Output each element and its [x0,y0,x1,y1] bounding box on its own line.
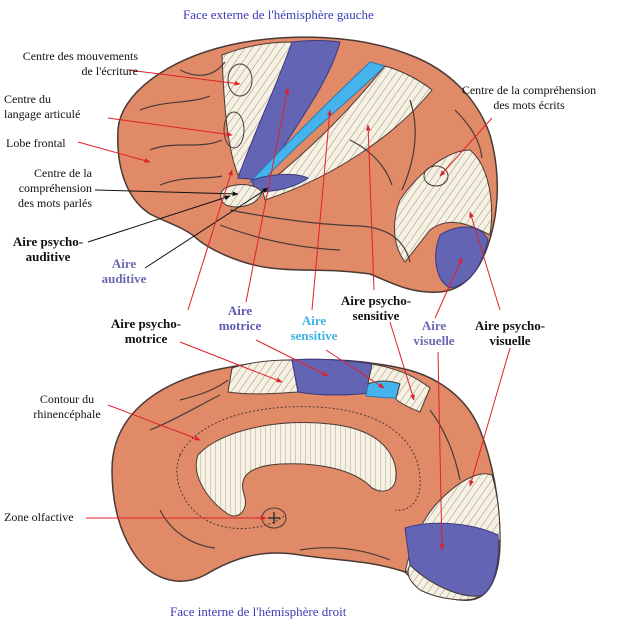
psycho-visual-area [394,149,493,263]
psycho-motor-area [221,41,293,176]
psycho-auditory-area [220,184,263,208]
top-title: Face externe de l'hémisphère gauche [183,7,374,22]
label-olfactory-zone: Zone olfactive [4,510,74,524]
label-psycho-visual: Aire psycho- visuelle [474,318,546,348]
label-rhinencephale: Contour du rhinencéphale [33,392,101,421]
label-spoken-words-centre: Centre de la compréhension des mots parl… [18,166,92,210]
label-writing-centre: Centre des mouvements de l'écriture [22,49,138,78]
label-frontal-lobe: Lobe frontal [6,136,66,150]
reading-centre [423,165,449,187]
internal-sensory-area [365,380,401,399]
motor-area [237,40,341,181]
label-motor: Aire motrice [218,303,262,333]
external-hemisphere [117,36,499,293]
label-sensory: Aire sensitive [290,313,338,343]
label-auditory: Aire auditive [101,256,147,286]
internal-hemisphere [111,358,501,601]
label-language-centre: Centre du langage articulé [4,92,81,121]
label-psycho-sensory: Aire psycho- sensitive [340,293,412,323]
corpus-callosum [195,421,397,517]
label-psycho-motor: Aire psycho- motrice [110,316,182,346]
internal-psycho-visual-lower [407,564,482,601]
external-sulci [139,61,483,263]
psycho-sensory-area [261,65,433,201]
label-written-words-centre: Centre de la compréhension des mots écri… [461,83,597,112]
writing-centre [227,63,253,97]
visual-area [435,226,489,289]
language-centre [223,111,245,149]
internal-sulci [149,379,461,561]
bottom-title: Face interne de l'hémisphère droit [170,604,347,619]
rhinencephale-contour [176,406,421,530]
label-visual: Aire visuelle [413,318,455,348]
label-psycho-auditory: Aire psycho- auditive [12,234,84,264]
pointer-arrows [77,69,511,551]
olfactory-mark [268,512,280,524]
